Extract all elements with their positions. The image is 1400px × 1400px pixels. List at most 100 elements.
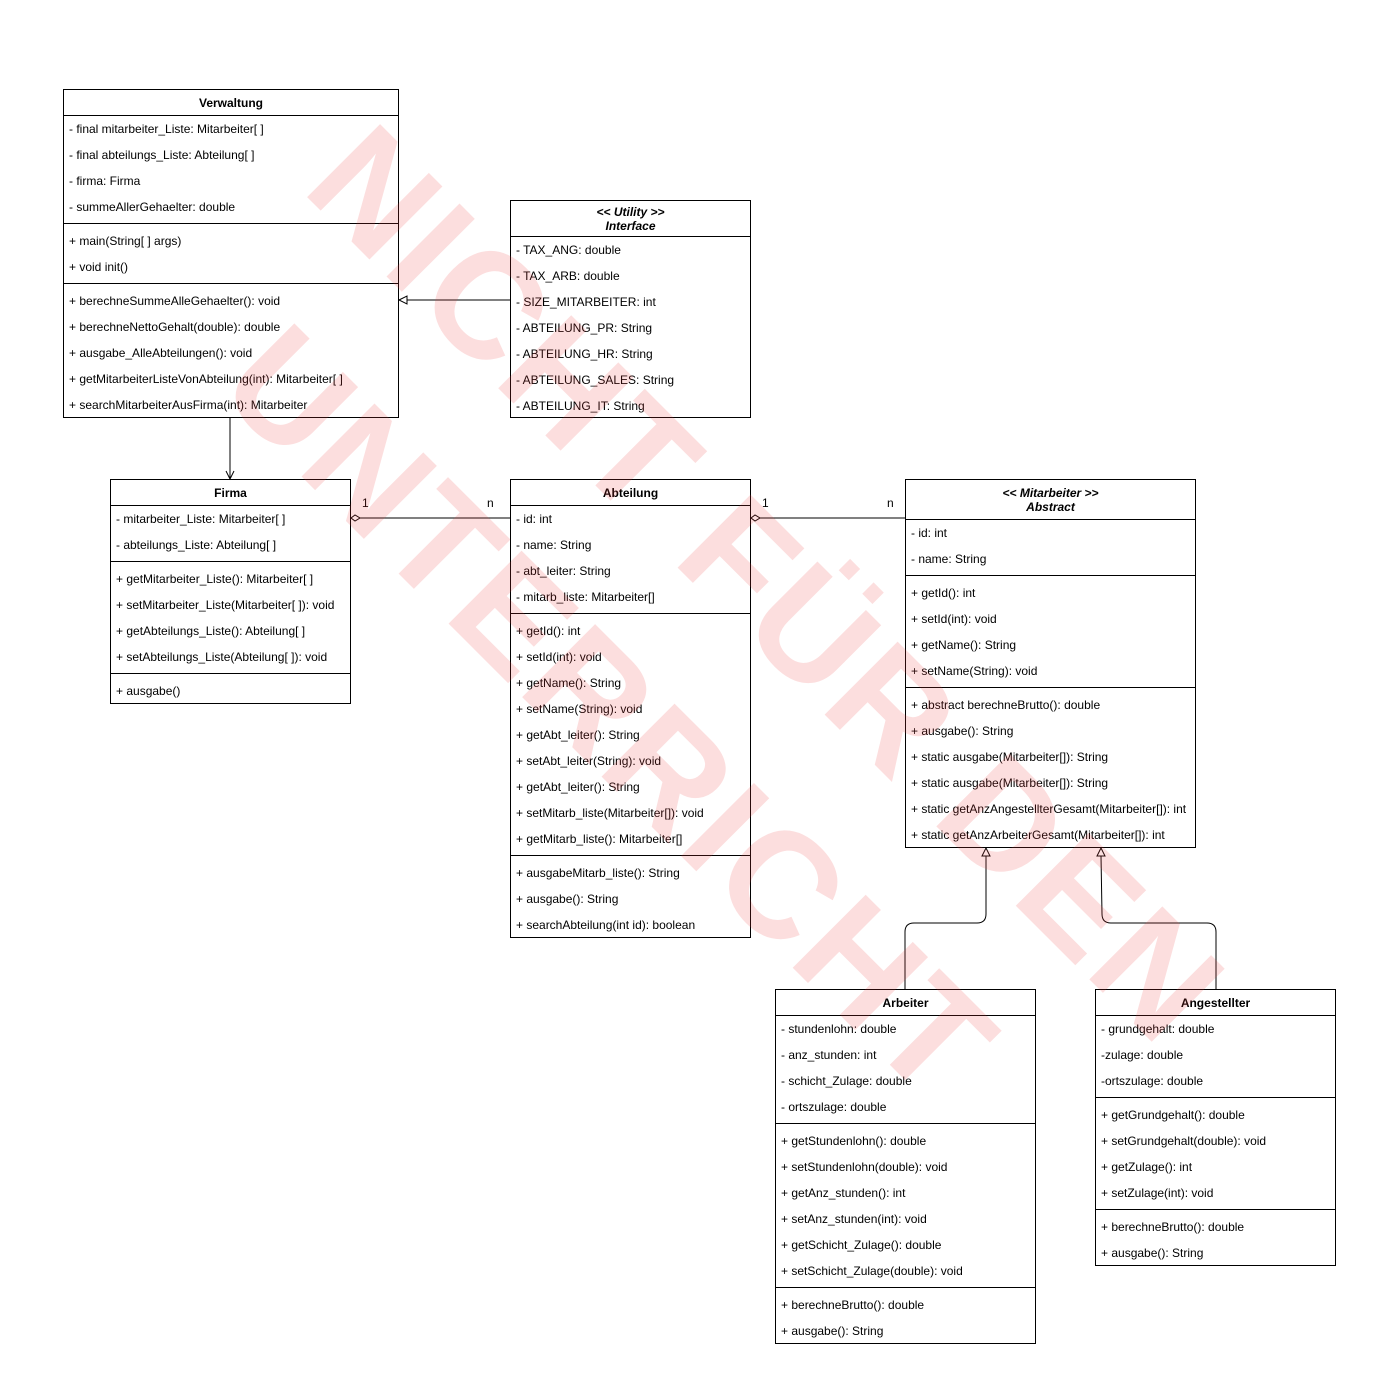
operation-row: + static ausgabe(Mitarbeiter[]): String xyxy=(911,776,1109,790)
operation-row: + getMitarb_liste(): Mitarbeiter[] xyxy=(516,832,683,846)
diamond-firma xyxy=(350,514,361,522)
attribute-row: - id: int xyxy=(911,526,948,540)
attribute-row: - ABTEILUNG_HR: String xyxy=(516,347,653,361)
operation-row: + berechneBrutto(): double xyxy=(781,1298,925,1312)
operation-row: + static ausgabe(Mitarbeiter[]): String xyxy=(911,750,1109,764)
edge-angestellter-mitarbeiter xyxy=(1100,855,1217,989)
attribute-row: - mitarbeiter_Liste: Mitarbeiter[ ] xyxy=(116,512,286,526)
operation-row: + berechneNettoGehalt(double): double xyxy=(69,320,281,334)
operation-row: + ausgabe(): String xyxy=(516,892,619,906)
class-firma: Firma - mitarbeiter_Liste: Mitarbeiter[ … xyxy=(110,479,351,704)
operation-section: + getId(): int + setId(int): void + getN… xyxy=(906,576,1195,688)
operation-section: + main(String[ ] args) + void init() xyxy=(64,224,398,284)
multiplicity-abteilung-n: n xyxy=(487,496,494,510)
attribute-row: - stundenlohn: double xyxy=(781,1022,897,1036)
class-stereotype: << Utility >> xyxy=(596,204,665,219)
operation-row: + setId(int): void xyxy=(516,650,602,664)
operation-row: + main(String[ ] args) xyxy=(69,234,182,248)
arrowhead-angestellter-mitarbeiter xyxy=(1096,846,1106,857)
operation-row: + setName(String): void xyxy=(911,664,1038,678)
operation-row: + setStundenlohn(double): void xyxy=(781,1160,948,1174)
operation-row: + getAbt_leiter(): String xyxy=(516,728,640,742)
class-verwaltung: Verwaltung - final mitarbeiter_Liste: Mi… xyxy=(63,89,399,418)
class-arbeiter: Arbeiter - stundenlohn: double - anz_stu… xyxy=(775,989,1036,1344)
attribute-row: - abteilungs_Liste: Abteilung[ ] xyxy=(116,538,277,552)
operation-row: + getName(): String xyxy=(911,638,1017,652)
operation-section: + abstract berechneBrutto(): double + au… xyxy=(906,688,1195,848)
arrowhead-interface-verwaltung xyxy=(397,295,408,305)
attribute-row: -zulage: double xyxy=(1101,1048,1184,1062)
operation-row: + ausgabe() xyxy=(116,684,181,698)
operation-row: + setMitarb_liste(Mitarbeiter[]): void xyxy=(516,806,704,820)
attribute-row: - anz_stunden: int xyxy=(781,1048,877,1062)
class-header: << Mitarbeiter >> Abstract xyxy=(906,480,1195,520)
operation-row: + searchAbteilung(int id): boolean xyxy=(516,918,696,932)
attribute-row: - ABTEILUNG_PR: String xyxy=(516,321,653,335)
operation-row: + setGrundgehalt(double): void xyxy=(1101,1134,1267,1148)
operation-row: + setAbt_leiter(String): void xyxy=(516,754,662,768)
class-header: Abteilung xyxy=(511,480,750,506)
operation-row: + getGrundgehalt(): double xyxy=(1101,1108,1245,1122)
attribute-row: - final abteilungs_Liste: Abteilung[ ] xyxy=(69,148,255,162)
attribute-row: - TAX_ANG: double xyxy=(516,243,621,257)
operation-row: + getZulage(): int xyxy=(1101,1160,1193,1174)
class-name: Arbeiter xyxy=(882,995,929,1010)
operation-row: + ausgabe_AlleAbteilungen(): void xyxy=(69,346,253,360)
operation-row: + setMitarbeiter_Liste(Mitarbeiter[ ]): … xyxy=(116,598,335,612)
attribute-row: - SIZE_MITARBEITER: int xyxy=(516,295,656,309)
class-name: Firma xyxy=(214,485,247,500)
class-header: Firma xyxy=(111,480,350,506)
attribute-row: - grundgehalt: double xyxy=(1101,1022,1215,1036)
operation-row: + ausgabe(): String xyxy=(781,1324,884,1338)
class-header: Arbeiter xyxy=(776,990,1035,1016)
operation-row: + berechneBrutto(): double xyxy=(1101,1220,1245,1234)
class-interface: << Utility >> Interface - TAX_ANG: doubl… xyxy=(510,200,751,418)
class-header: Verwaltung xyxy=(64,90,398,116)
class-header: << Utility >> Interface xyxy=(511,201,750,237)
operation-row: + berechneSummeAlleGehaelter(): void xyxy=(69,294,281,308)
class-angestellter: Angestellter - grundgehalt: double -zula… xyxy=(1095,989,1336,1266)
attribute-row: - TAX_ARB: double xyxy=(516,269,620,283)
attribute-section: - id: int - name: String - abt_leiter: S… xyxy=(511,506,750,614)
operation-row: + searchMitarbeiterAusFirma(int): Mitarb… xyxy=(69,398,308,412)
operation-row: + ausgabe(): String xyxy=(1101,1246,1204,1260)
multiplicity-abteilung-one: 1 xyxy=(762,496,769,510)
attribute-row: - name: String xyxy=(911,552,987,566)
operation-row: + getAbt_leiter(): String xyxy=(516,780,640,794)
attribute-row: - name: String xyxy=(516,538,592,552)
operation-row: + ausgabe(): String xyxy=(911,724,1014,738)
class-name: Interface xyxy=(605,218,656,233)
arrowhead-arbeiter-mitarbeiter xyxy=(981,846,991,857)
operation-row: + getMitarbeiterListeVonAbteilung(int): … xyxy=(69,372,343,386)
class-abteilung: Abteilung - id: int - name: String - abt… xyxy=(510,479,751,938)
operation-section: + ausgabe() xyxy=(111,674,350,704)
edge-arbeiter-mitarbeiter xyxy=(904,856,987,989)
operation-row: + getMitarbeiter_Liste(): Mitarbeiter[ ] xyxy=(116,572,314,586)
attribute-row: - schicht_Zulage: double xyxy=(781,1074,912,1088)
operation-row: + setId(int): void xyxy=(911,612,997,626)
multiplicity-mitarbeiter-n: n xyxy=(887,496,894,510)
operation-row: + ausgabeMitarb_liste(): String xyxy=(516,866,680,880)
multiplicity-firma-one: 1 xyxy=(362,496,369,510)
operation-row: + abstract berechneBrutto(): double xyxy=(911,698,1101,712)
attribute-row: - ABTEILUNG_SALES: String xyxy=(516,373,675,387)
operation-row: + setAnz_stunden(int): void xyxy=(781,1212,927,1226)
class-name: Angestellter xyxy=(1180,995,1251,1010)
operation-row: + static getAnzAngestellterGesamt(Mitarb… xyxy=(911,802,1187,816)
class-header: Angestellter xyxy=(1096,990,1335,1016)
attribute-section: - id: int - name: String xyxy=(906,520,1195,576)
attribute-row: - summeAllerGehaelter: double xyxy=(69,200,236,214)
operation-row: + getAnz_stunden(): int xyxy=(781,1186,906,1200)
class-stereotype: << Mitarbeiter >> xyxy=(1002,485,1099,500)
attribute-row: - firma: Firma xyxy=(69,174,141,188)
attribute-row: - ortszulage: double xyxy=(781,1100,887,1114)
operation-row: + getId(): int xyxy=(911,586,976,600)
class-mitarbeiter: << Mitarbeiter >> Abstract - id: int - n… xyxy=(905,479,1196,848)
operation-section: + getMitarbeiter_Liste(): Mitarbeiter[ ]… xyxy=(111,562,350,674)
operation-row: + static getAnzArbeiterGesamt(Mitarbeite… xyxy=(911,828,1165,842)
attribute-row: - mitarb_liste: Mitarbeiter[] xyxy=(516,590,655,604)
operation-section: + berechneBrutto(): double + ausgabe(): … xyxy=(776,1288,1035,1344)
operation-row: + getId(): int xyxy=(516,624,581,638)
attribute-section: - grundgehalt: double -zulage: double -o… xyxy=(1096,1016,1335,1098)
